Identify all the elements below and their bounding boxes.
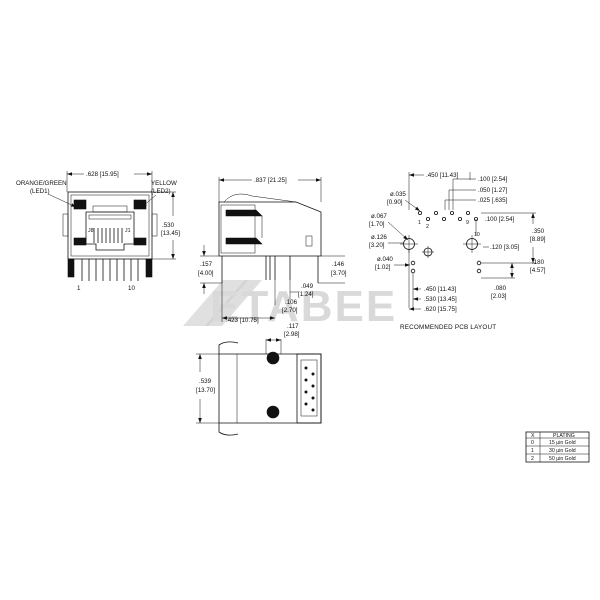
side-body [218,201,322,257]
pcb-hole-led2-mm: [1.02] [375,264,391,271]
plating-row-2-plating: 50 µin Gold [549,456,576,462]
pcb-hole-led-mm: [1.70] [369,221,385,228]
pcb-hole-led2-in: ø.040 [377,256,393,263]
pcb-right-pitch: .100 [2.54] [485,216,515,223]
watermark-text: ETABEE [210,282,397,331]
pcb-hole-led-in: ø.067 [371,213,387,220]
pcb-top-span: .450 [11.43] [426,172,459,179]
plating-row-0-x: 0 [531,440,534,446]
side-pin-a-mm: [1.24] [298,291,314,298]
pcb-right-mid: .120 [3.05] [490,244,520,251]
side-view: .837 [21.25] .157 [4.00] .146 [3.70] .04… [198,177,347,324]
pcb-right-low-mm: [4.57] [530,267,546,274]
pcb-pitch-c: .025 [.635] [478,197,508,204]
led2-label: YELLOW [151,180,177,187]
plating-row-0-plating: 15 µin Gold [549,440,576,446]
front-width-dim: .628 [15.95] [86,171,119,178]
front-height-dim-in: .530 [162,222,175,229]
pcb-pin-9: 9 [466,220,469,226]
pcb-right-height-in: .350 [532,228,545,235]
top-view: .117 [2.98] .539 [13.70] [196,323,322,436]
plating-row-1-plating: 30 µin Gold [549,448,576,454]
top-width-in: .539 [199,378,212,385]
led2-sublabel: (LED2) [151,188,171,195]
plating-row-1-x: 1 [531,448,534,454]
pcb-contact-holes [417,210,478,221]
pcb-hole-small-in: ø.035 [390,191,406,198]
pcb-hole-post-in: ø.126 [371,234,387,241]
pcb-bottom-2: .530 [13.45] [424,296,457,303]
pcb-hole-small-mm: [0.90] [387,199,403,206]
pcb-pitch-b: .050 [1.27] [478,187,508,194]
pcb-hole-post-mm: [3.20] [369,242,385,249]
pcb-layout: .450 [11.43] .100 [2.54] .050 [1.27] .02… [369,172,546,331]
led1-label: ORANGE/GREEN [16,180,67,187]
plating-table: X PLATING 0 15 µin Gold 1 30 µin Gold 2 … [525,431,590,463]
pcb-right-bottom-mm: [2.03] [491,293,507,300]
side-left-height-in: .157 [200,261,213,268]
led1-window [73,199,87,210]
watermark: ETABEE [183,280,397,331]
pcb-pin-10: 10 [474,232,480,238]
watermark-logo-mark [183,280,248,326]
pcb-caption: RECOMMENDED PCB LAYOUT [400,324,496,331]
side-pin-b-mm: [2.70] [282,307,298,314]
led1-sublabel: (LED1) [30,188,50,195]
pcb-bottom-1: .450 [11.43] [424,286,457,293]
top-width-mm: [13.70] [196,387,215,394]
pcb-right-low-in: .180 [532,259,545,266]
side-pin-b-in: .106 [285,299,298,306]
jack-label-j8: J8 [88,228,94,234]
front-pin-10: 10 [128,285,135,292]
pcb-right-bottom-in: .080 [494,285,507,292]
plating-header-plating: PLATING [553,433,575,439]
plating-header-x: X [531,433,535,439]
top-post-lower [266,405,280,419]
rj45-opening [85,211,135,251]
side-length-dim: .837 [21.25] [254,177,287,184]
front-pin-1: 1 [77,285,81,292]
top-post-dim-in: .117 [287,323,299,330]
pcb-pitch-a: .100 [2.54] [478,176,508,183]
front-height-dim-mm: [13.45] [161,230,180,237]
side-left-height-mm: [4.00] [198,270,214,277]
front-view: .628 [15.95] ORANGE/GREEN (LED1) YELLOW … [16,171,180,292]
jack-contacts [93,228,123,243]
side-right-height-in: .146 [332,261,345,268]
front-pins [67,258,153,281]
pcb-pin-1: 1 [418,220,421,226]
led2-window [133,199,147,210]
jack-label-j1: J1 [125,228,131,234]
side-pin-a-in: .049 [301,283,314,290]
side-offset-dim: .423 [10.75] [226,317,259,324]
pcb-right-height-mm: [8.89] [530,236,546,243]
pcb-pin-2: 2 [426,224,429,230]
top-pins [304,366,315,412]
top-post-upper [266,351,280,365]
top-post-dim-mm: [2.98] [284,331,300,338]
side-right-height-mm: [3.70] [331,270,347,277]
plating-row-2-x: 2 [531,456,534,462]
pcb-bottom-3: .620 [15.75] [424,306,457,313]
